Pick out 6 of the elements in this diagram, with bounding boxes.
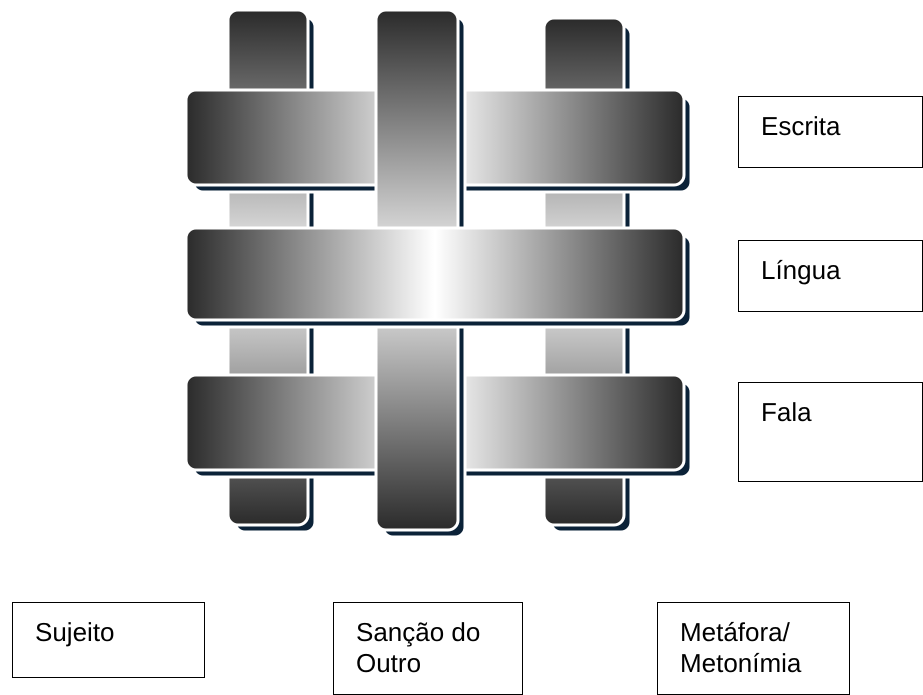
label-box: Metáfora/ Metonímia	[657, 602, 850, 695]
label-box: Fala	[738, 382, 923, 482]
label-box: Língua	[738, 240, 923, 312]
label-box: Escrita	[738, 96, 923, 168]
label-box: Sanção do Outro	[333, 602, 523, 695]
label-box: Sujeito	[12, 602, 205, 678]
